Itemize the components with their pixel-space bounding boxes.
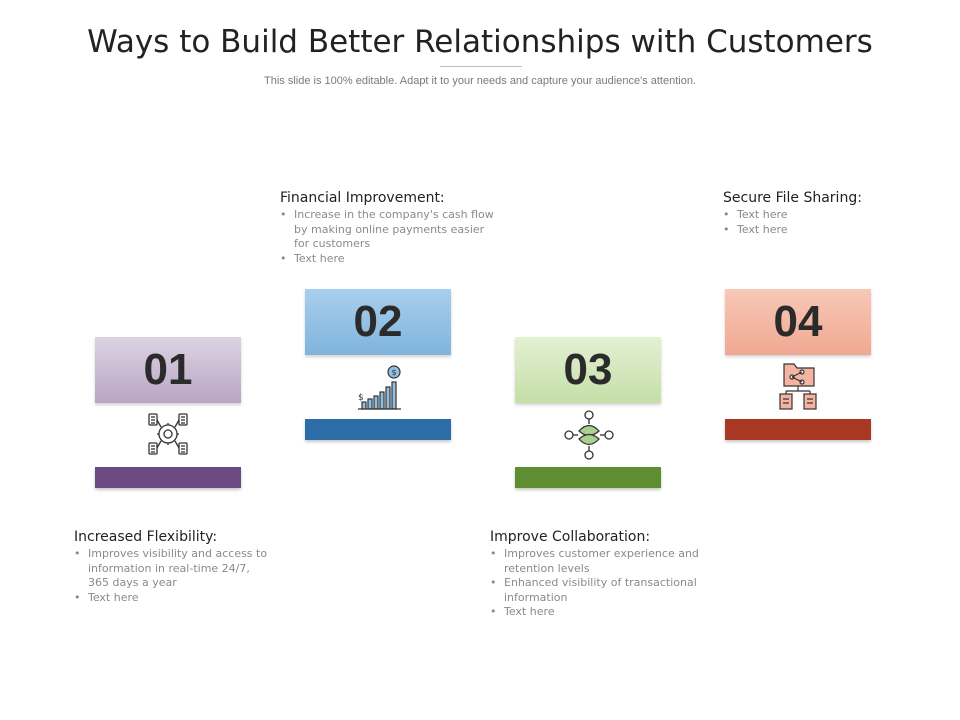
- step-4-number-box: 04: [725, 289, 871, 355]
- step-4-accent-bar: [725, 419, 871, 440]
- step-2-accent-bar: [305, 419, 451, 440]
- step-4-bullets: Text here Text here: [723, 208, 893, 237]
- step-1-bullets: Improves visibility and access to inform…: [74, 547, 269, 605]
- step-3-bullet: Text here: [490, 605, 700, 620]
- step-3-bullet: Enhanced visibility of transactional inf…: [490, 576, 700, 605]
- svg-text:$: $: [358, 393, 364, 403]
- step-3-heading: Improve Collaboration:: [490, 529, 651, 545]
- step-1-bullet: Improves visibility and access to inform…: [74, 547, 269, 591]
- step-4-bullet: Text here: [723, 208, 893, 223]
- step-2-number-box: 02: [305, 289, 451, 355]
- slide-subtitle: This slide is 100% editable. Adapt it to…: [264, 75, 696, 87]
- step-3-accent-bar: [515, 467, 661, 488]
- step-2-bullet: Increase in the company's cash flow by m…: [280, 208, 495, 252]
- step-1-bullet: Text here: [74, 591, 269, 606]
- step-2-bullets: Increase in the company's cash flow by m…: [280, 208, 495, 266]
- step-3-bullets: Improves customer experience and retenti…: [490, 547, 700, 620]
- step-2-heading: Financial Improvement:: [280, 190, 445, 206]
- step-1-accent-bar: [95, 467, 241, 488]
- file-sharing-icon: [776, 360, 820, 417]
- step-3-text: Improve Collaboration: Improves customer…: [490, 529, 700, 620]
- step-1-text: Increased Flexibility: Improves visibili…: [74, 529, 269, 605]
- step-2-bullet: Text here: [280, 252, 495, 267]
- step-2-text: Financial Improvement: Increase in the c…: [280, 190, 495, 266]
- step-4-text: Secure File Sharing: Text here Text here: [723, 190, 893, 237]
- step-1-heading: Increased Flexibility:: [74, 529, 218, 545]
- collaboration-icon: [564, 410, 614, 465]
- slide-title: Ways to Build Better Relationships with …: [87, 24, 873, 60]
- step-4-heading: Secure File Sharing:: [723, 190, 862, 206]
- step-1-number-box: 01: [95, 337, 241, 403]
- network-gear-icon: [146, 412, 190, 461]
- growth-chart-icon: $ $: [353, 364, 405, 417]
- step-3-bullet: Improves customer experience and retenti…: [490, 547, 700, 576]
- step-4-bullet: Text here: [723, 223, 893, 238]
- title-divider: [440, 66, 522, 67]
- svg-text:$: $: [391, 368, 396, 377]
- step-3-number-box: 03: [515, 337, 661, 403]
